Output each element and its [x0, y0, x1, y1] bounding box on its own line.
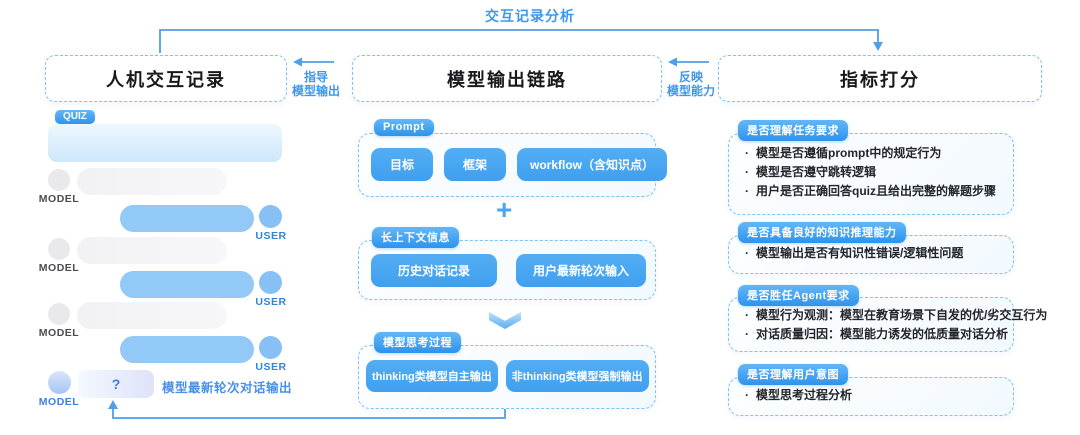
- panel-title: 人机交互记录: [106, 69, 226, 90]
- user-avatar: [259, 336, 282, 359]
- tag-long-context: 长上下文信息: [372, 227, 459, 248]
- metric-box-task-understanding: 模型是否遵循prompt中的规定行为 模型是否遵守跳转逻辑 用户是否正确回答qu…: [728, 133, 1014, 215]
- user-label: USER: [255, 296, 287, 308]
- context-chip-row: 历史对话记录 用户最新轮次输入: [371, 254, 646, 287]
- model-label: MODEL: [38, 193, 80, 205]
- connector-label-guide: 指导 模型输出: [291, 70, 340, 98]
- guide-arrowhead-icon: [293, 57, 302, 67]
- model-avatar: [48, 303, 70, 325]
- chip-framework: 框架: [444, 148, 506, 181]
- reflect-arrowhead-icon: [668, 57, 677, 67]
- prompt-chip-row: 目标 框架 workflow（含知识点）: [371, 148, 668, 181]
- tag-task-understanding: 是否理解任务要求: [738, 120, 848, 141]
- user-message-bubble: [120, 205, 254, 232]
- metric-bullet: 模型是否遵守跳转逻辑: [745, 163, 1001, 182]
- user-message-bubble: [120, 271, 254, 298]
- chip-non-thinking-model: 非thinking类模型强制输出: [505, 360, 649, 392]
- thinking-chip-row: thinking类模型自主输出 非thinking类模型强制输出: [366, 360, 649, 392]
- panel-header-model-output-chain: 模型输出链路: [352, 55, 662, 102]
- model-avatar: [48, 169, 70, 191]
- connector-label-reflect: 反映 模型能力: [666, 70, 715, 98]
- model-avatar-latest: [48, 371, 71, 394]
- panel-title: 模型输出链路: [447, 69, 567, 90]
- latest-answer-bubble: ?: [78, 370, 154, 398]
- plus-sign: +: [496, 194, 513, 225]
- chevron-down-icon: [489, 312, 521, 329]
- metric-bullet: 对话质量归因：模型能力诱发的低质量对话分析: [745, 325, 1008, 344]
- model-message-bubble: [77, 168, 227, 195]
- model-label: MODEL: [38, 327, 80, 339]
- bottom-flow-arrowhead-icon: [108, 400, 118, 409]
- metric-bullet: 模型行为观测：模型在教育场景下自发的优/劣交互行为: [745, 306, 1047, 325]
- panel-header-metric-scoring: 指标打分: [718, 55, 1042, 102]
- tag-agent-capability: 是否胜任Agent要求: [738, 285, 859, 306]
- chip-latest-input: 用户最新轮次输入: [516, 254, 646, 287]
- panel-header-interaction-record: 人机交互记录: [45, 55, 287, 102]
- flow-title: 交互记录分析: [485, 8, 575, 24]
- top-flow-line: [159, 29, 879, 53]
- tag-thinking-process: 模型思考过程: [374, 332, 461, 353]
- metric-bullet: 模型是否遵循prompt中的规定行为: [745, 144, 1001, 163]
- model-avatar: [48, 238, 70, 260]
- quiz-bubble: [48, 124, 282, 162]
- top-flow-arrowhead-icon: [873, 42, 883, 51]
- panel-title: 指标打分: [840, 69, 920, 90]
- chip-thinking-model: thinking类模型自主输出: [366, 360, 498, 392]
- chip-goal: 目标: [371, 148, 433, 181]
- quiz-tag: QUIZ: [55, 110, 95, 124]
- user-avatar: [259, 271, 282, 294]
- chip-workflow: workflow（含知识点）: [517, 148, 668, 181]
- model-message-bubble: [77, 302, 227, 329]
- tag-prompt: Prompt: [374, 119, 434, 136]
- user-label: USER: [255, 361, 287, 373]
- model-label: MODEL: [38, 262, 80, 274]
- chip-history: 历史对话记录: [371, 254, 497, 287]
- metric-bullet: 用户是否正确回答quiz且给出完整的解题步骤: [745, 182, 1001, 201]
- metric-box-agent-capability: 模型行为观测：模型在教育场景下自发的优/劣交互行为 对话质量归因：模型能力诱发的…: [728, 297, 1047, 352]
- latest-output-note: 模型最新轮次对话输出: [162, 381, 293, 395]
- user-message-bubble: [120, 336, 254, 363]
- user-label: USER: [255, 230, 287, 242]
- metric-bullet: 模型输出是否有知识性错误/逻辑性问题: [745, 244, 1001, 263]
- metric-bullet: 模型思考过程分析: [745, 386, 1001, 405]
- user-avatar: [259, 205, 282, 228]
- tag-user-intent: 是否理解用户意图: [738, 364, 848, 385]
- model-message-bubble: [77, 237, 227, 264]
- tag-knowledge-reasoning: 是否具备良好的知识推理能力: [738, 222, 906, 243]
- model-label-latest: MODEL: [38, 396, 80, 408]
